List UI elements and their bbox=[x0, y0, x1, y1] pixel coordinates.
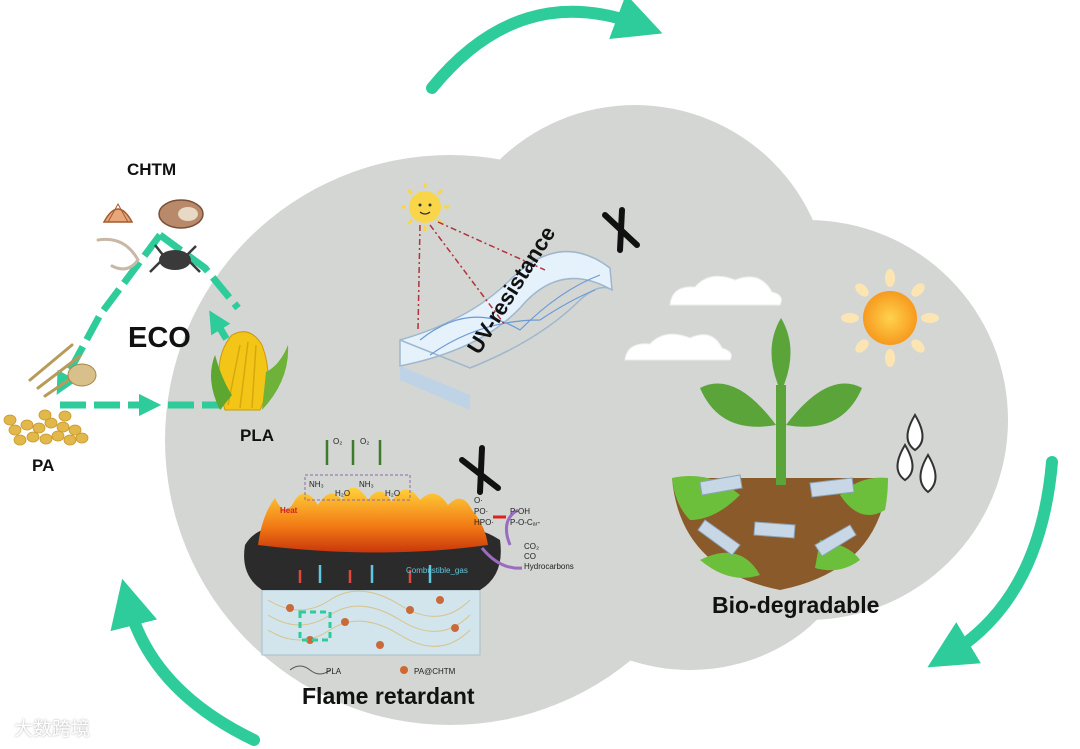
radical-label-3: HPO· bbox=[474, 518, 494, 527]
eco-label: ECO bbox=[128, 322, 191, 354]
eco-arrow-chtm-to-pla bbox=[157, 232, 241, 311]
product-label-2: P-O-Cₐᵣ- bbox=[510, 518, 541, 527]
plus-icon bbox=[459, 207, 640, 495]
bio-degradable-label: Bio-degradable bbox=[712, 592, 880, 618]
sun-icon bbox=[841, 269, 939, 367]
cycle-arrow-left bbox=[110, 578, 260, 746]
water-drop-icon bbox=[896, 413, 937, 494]
pla-label: PLA bbox=[240, 426, 274, 445]
h2o-label-2: H₂O bbox=[385, 489, 401, 498]
watermark: 大数跨境 bbox=[14, 718, 91, 740]
cycle-arrow-right bbox=[927, 456, 1058, 668]
gas-label-2: CO bbox=[524, 552, 536, 561]
o2-label-2: O₂ bbox=[360, 437, 370, 446]
heat-label: Heat bbox=[280, 506, 298, 515]
flame-retardant-label: Flame retardant bbox=[302, 683, 475, 709]
sun-face-icon bbox=[401, 183, 449, 231]
o2-label-1: O₂ bbox=[333, 437, 343, 446]
nh3-label-1: NH₃ bbox=[309, 480, 324, 489]
radical-label-1: O· bbox=[474, 496, 483, 505]
nh3-label-2: NH₃ bbox=[359, 480, 374, 489]
eco-arrow-chtm-to-pa bbox=[56, 232, 163, 395]
legend-pachtm-label: PA@CHTM bbox=[414, 667, 456, 676]
legend-pla-label: PLA bbox=[326, 667, 342, 676]
flame-retardant-illustration bbox=[244, 440, 523, 675]
cycle-arrows bbox=[110, 0, 1058, 746]
cycle-arrow-top bbox=[426, 0, 663, 94]
product-label-1: P-OH bbox=[510, 507, 530, 516]
gas-label-1: CO₂ bbox=[524, 542, 540, 551]
crab-icon bbox=[149, 244, 201, 273]
plant-icon bbox=[672, 318, 888, 590]
corn-icon bbox=[211, 331, 289, 411]
combustible-gas-label: Combustible_gas bbox=[406, 566, 468, 575]
shrimp-icon bbox=[96, 237, 140, 271]
radical-label-2: PO· bbox=[474, 507, 489, 516]
chtm-label: CHTM bbox=[127, 160, 177, 179]
uv-panel bbox=[399, 250, 613, 410]
h2o-label-1: H₂O bbox=[335, 489, 351, 498]
shell-icon bbox=[102, 199, 204, 229]
uv-rays bbox=[417, 221, 546, 331]
cloud-icon bbox=[624, 275, 782, 361]
gas-label-3: Hydrocarbons bbox=[524, 562, 574, 571]
wheat-icon bbox=[28, 343, 97, 398]
soybean-icon bbox=[3, 409, 89, 446]
pa-label: PA bbox=[32, 456, 55, 475]
